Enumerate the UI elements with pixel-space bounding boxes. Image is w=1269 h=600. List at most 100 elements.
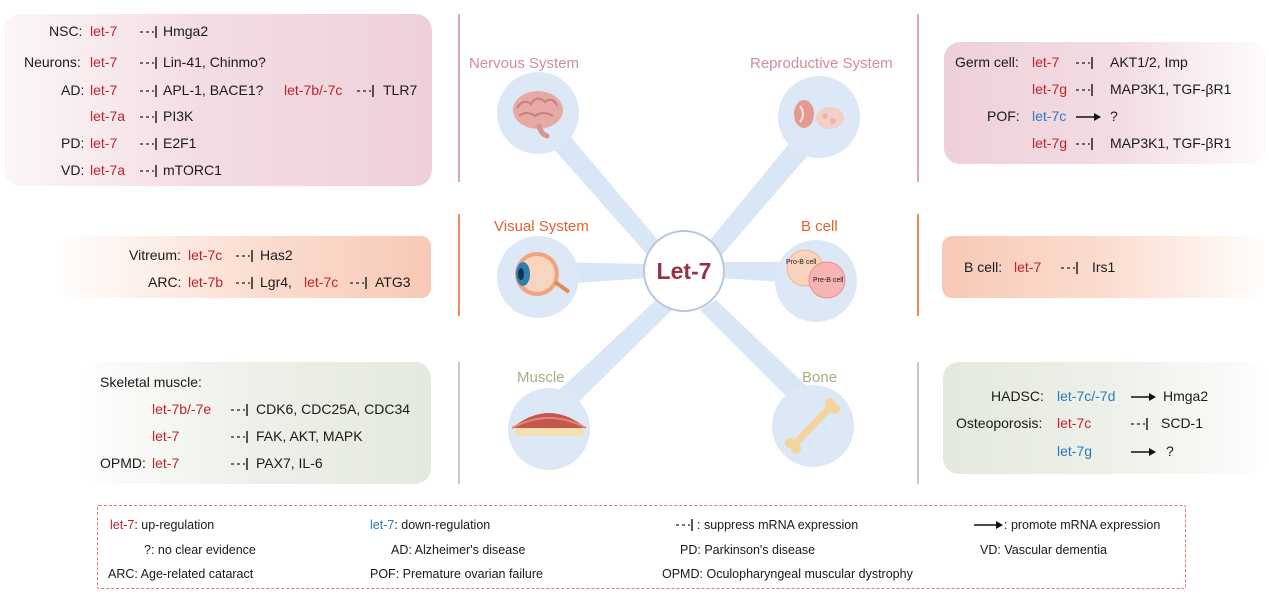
osteoporosis-target: SCD-1 (1161, 415, 1204, 431)
nsc-context: NSC: (49, 23, 83, 39)
vitreum-mirna: let-7c (188, 247, 223, 263)
spoke-nervous (528, 110, 668, 260)
suppress-icon (1076, 84, 1093, 96)
neurons-mirna: let-7 (90, 54, 118, 70)
pof-mirna-2: let-7g (1032, 135, 1068, 151)
opmd-context: OPMD: (100, 455, 146, 471)
nervous-system-panel (4, 14, 432, 186)
opmd-target: PAX7, IL-6 (256, 455, 323, 471)
title-reproductive-system: Reproductive System (750, 55, 893, 72)
pof-target: ? (1110, 108, 1118, 124)
ad-pi3k-mirna: let-7a (90, 108, 126, 124)
muscle-icon (508, 388, 590, 470)
b-cell-panel (942, 236, 1264, 298)
bone-panel (943, 362, 1265, 474)
suppress-icon (350, 277, 367, 289)
legend-suppress: : suppress mRNA expression (697, 518, 859, 532)
ad-mirna: let-7 (90, 82, 118, 98)
b-cell-mirna: let-7 (1014, 259, 1042, 275)
title-b-cell: B cell (801, 218, 838, 235)
legend-vd: VD: Vascular dementia (980, 543, 1107, 557)
neurons-target: Lin-41, Chinmo? (163, 54, 266, 70)
suppress-icon (236, 250, 253, 262)
arc-target-2: ATG3 (375, 274, 411, 290)
suppress-icon (140, 57, 157, 69)
neurons-context: Neurons: (24, 54, 81, 70)
spoke-muscle (540, 300, 672, 420)
pd-context: PD: (61, 135, 85, 151)
legend-opmd: OPMD: Oculopharyngeal muscular dystrophy (662, 567, 913, 581)
divider-muscle (458, 362, 460, 484)
arc-mirna-2: let-7c (304, 274, 339, 290)
germ-cell-mirna-2: let-7g (1032, 81, 1068, 97)
hadsc-context: HADSC: (991, 388, 1044, 404)
pd-mirna: let-7 (90, 135, 118, 151)
suppress-icon (1131, 418, 1148, 430)
ad-target: APL-1, BACE1? (163, 82, 264, 98)
pof-context: POF: (987, 108, 1020, 124)
muscle-target-2: FAK, AKT, MAPK (256, 428, 363, 444)
center-circle (643, 230, 725, 312)
muscle-panel (86, 362, 431, 484)
legend-promote: : promote mRNA expression (1004, 518, 1161, 532)
b-cell-target: Irs1 (1092, 259, 1116, 275)
suppress-icon (231, 404, 248, 416)
title-nervous-system: Nervous System (469, 55, 580, 72)
hadsc-mirna: let-7c/-7d (1057, 388, 1116, 404)
suppress-icon (140, 111, 157, 123)
vd-mirna: let-7a (90, 162, 126, 178)
promote-arrow-icon (1131, 393, 1156, 401)
opmd-mirna: let-7 (152, 455, 180, 471)
brain-icon (497, 72, 579, 154)
suppress-icon (231, 458, 248, 470)
suppress-icon (140, 85, 157, 97)
osteoporosis-mirna: let-7c (1057, 415, 1092, 431)
legend-box (97, 505, 1186, 589)
nsc-mirna: let-7 (90, 23, 118, 39)
osteoporosis-context: Osteoporosis: (956, 415, 1043, 431)
ad-context: AD: (61, 82, 85, 98)
reproductive-organ-icon (778, 76, 860, 158)
germ-cell-mirna: let-7 (1032, 54, 1060, 70)
pof-mirna: let-7c (1032, 108, 1067, 124)
nsc-target: Hmga2 (163, 23, 209, 39)
pre-b-cell-label: Pre-B cell (813, 277, 844, 284)
ad-pi3k-target: PI3K (163, 108, 194, 124)
skeletal-muscle-title: Skeletal muscle: (100, 374, 202, 390)
suppress-icon (1076, 57, 1093, 69)
title-visual-system: Visual System (494, 218, 589, 235)
suppress-icon (1076, 138, 1093, 150)
pof-target-2: MAP3K1, TGF-βR1 (1110, 135, 1232, 151)
vd-context: VD: (61, 162, 85, 178)
b-cell-icon (775, 240, 857, 322)
suppress-icon (676, 519, 693, 531)
suppress-icon (140, 26, 157, 38)
suppress-icon (236, 277, 253, 289)
promote-arrow-icon (1131, 448, 1156, 456)
legend-pd: PD: Parkinson's disease (680, 543, 816, 557)
suppress-icon (231, 431, 248, 443)
vitreum-context: Vitreum: (129, 247, 181, 263)
legend-up-regulation: let-7: up-regulation (110, 518, 215, 532)
divider-reproductive (917, 14, 919, 182)
legend-arc: ARC: Age-related cataract (108, 567, 254, 581)
suppress-icon (1061, 262, 1078, 274)
promote-arrow-icon (974, 521, 1003, 529)
reproductive-system-panel (944, 42, 1266, 164)
germ-cell-target-2: MAP3K1, TGF-βR1 (1110, 81, 1232, 97)
divider-bone (917, 362, 919, 484)
muscle-mirna-1: let-7b/-7e (152, 401, 212, 417)
title-bone: Bone (802, 369, 838, 386)
legend-pof: POF: Premature ovarian failure (370, 567, 544, 581)
center-label: Let-7 (656, 258, 712, 284)
divider-nervous (458, 14, 460, 182)
pro-b-cell-label: Pro-B cell (786, 259, 817, 266)
vitreum-target: Has2 (260, 247, 293, 263)
eye-icon (497, 236, 579, 318)
title-muscle: Muscle (517, 369, 565, 386)
legend-no-clear-evidence: ?: no clear evidence (144, 543, 256, 557)
ad-mirna-2: let-7b/-7c (284, 82, 343, 98)
suppress-icon (140, 138, 157, 150)
arc-mirna: let-7b (188, 274, 224, 290)
suppress-icon (140, 165, 157, 177)
